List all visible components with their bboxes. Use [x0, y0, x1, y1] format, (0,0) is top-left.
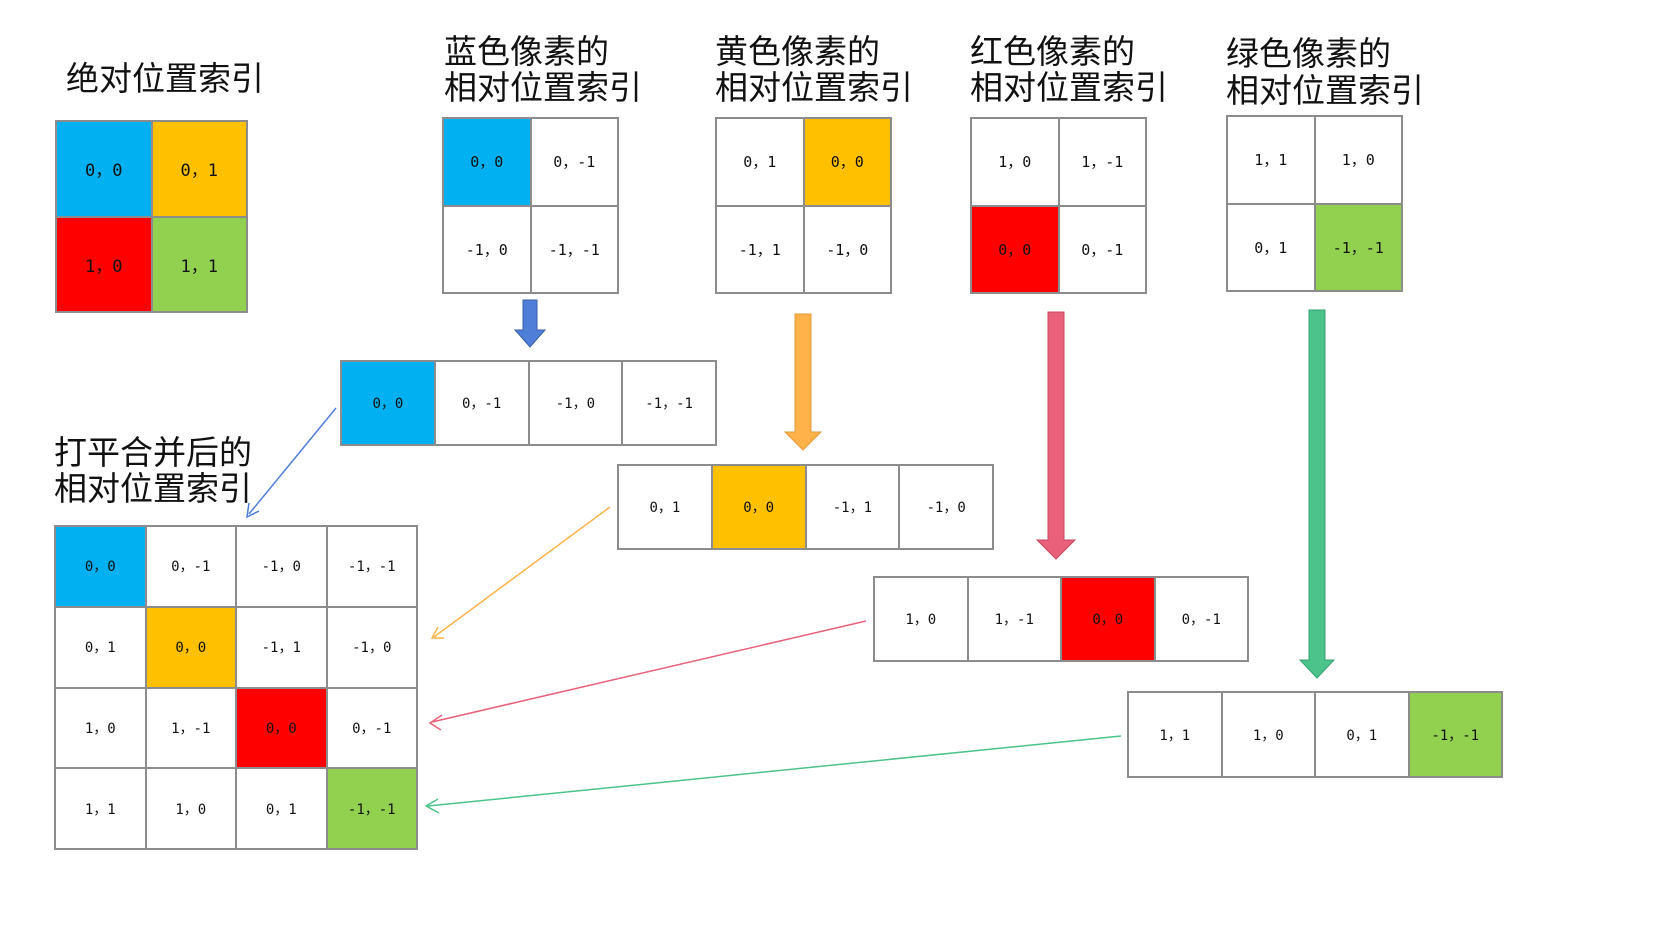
red-merge-arrow [428, 620, 867, 731]
index-cell: 1，1 [55, 768, 146, 849]
index-cell: 0，-1 [1058, 205, 1146, 293]
index-cell: 0，0 [145, 606, 236, 688]
index-cell: 1，-1 [1058, 118, 1146, 206]
index-cell: 1，1 [1128, 692, 1222, 777]
index-cell: 1，0 [1314, 116, 1402, 204]
blue-down-arrow [513, 299, 547, 348]
index-cell: 0，1 [1315, 692, 1409, 777]
index-cell: 1，0 [1221, 692, 1315, 777]
red-relative-title-line2: 相对位置索引 [970, 68, 1168, 107]
index-cell: 0，0 [971, 205, 1059, 293]
red-relative-title-line1: 红色像素的 [970, 32, 1135, 71]
blue-relative-title-line1: 蓝色像素的 [444, 32, 609, 71]
index-cell: -1，1 [805, 465, 900, 549]
index-cell: 0，0 [341, 361, 435, 445]
index-cell: -1，-1 [1314, 203, 1402, 291]
red-down-arrow [1035, 311, 1077, 560]
index-cell: 0，-1 [434, 361, 529, 445]
blue-relative-title-line2: 相对位置索引 [444, 68, 642, 107]
index-cell: 0，0 [236, 687, 327, 769]
index-cell: 0，-1 [530, 118, 618, 206]
green-relative-title-line2: 相对位置索引 [1226, 71, 1424, 110]
yellow-down-arrow [783, 313, 823, 451]
index-cell: 0，0 [711, 465, 806, 549]
index-cell: 1，-1 [967, 577, 1061, 661]
index-cell: -1，0 [236, 526, 327, 607]
index-cell: 0，0 [56, 121, 152, 217]
index-cell: 1，1 [1227, 116, 1315, 204]
index-cell: 1，0 [55, 687, 146, 769]
green-relative-title-line1: 绿色像素的 [1226, 34, 1391, 73]
index-cell: 1，0 [971, 118, 1059, 206]
index-cell: 0，0 [443, 118, 531, 206]
index-cell: 0，0 [1061, 577, 1155, 661]
index-cell: 0，1 [716, 118, 804, 206]
index-cell: -1，0 [528, 361, 623, 445]
index-cell: -1，-1 [1408, 692, 1502, 777]
yellow-merge-arrow [430, 506, 611, 639]
index-cell: -1，-1 [530, 205, 618, 293]
index-cell: -1，0 [803, 205, 891, 293]
index-cell: 0，1 [236, 768, 327, 849]
yellow-relative-title-line1: 黄色像素的 [715, 32, 880, 71]
index-cell: -1，-1 [326, 526, 417, 607]
index-cell: 0，0 [55, 526, 146, 607]
index-cell: 1，0 [874, 577, 968, 661]
index-cell: -1，-1 [622, 361, 716, 445]
index-cell: 0，0 [803, 118, 891, 206]
absolute-index-title: 绝对位置索引 [66, 59, 264, 98]
index-cell: -1，-1 [326, 768, 417, 849]
merged-title-line2: 相对位置索引 [54, 469, 252, 508]
index-cell: 0，-1 [326, 687, 417, 769]
index-cell: 0，-1 [145, 526, 236, 607]
green-merge-arrow [424, 735, 1122, 814]
index-cell: 0，1 [1227, 203, 1315, 291]
index-cell: 0，1 [151, 121, 247, 217]
index-cell: -1，0 [899, 465, 993, 549]
yellow-relative-title-line2: 相对位置索引 [715, 68, 913, 107]
index-cell: 0，1 [55, 606, 146, 688]
index-cell: -1，0 [443, 205, 531, 293]
blue-merge-arrow [246, 407, 337, 519]
index-cell: 1，0 [56, 216, 152, 312]
index-cell: 1，-1 [145, 687, 236, 769]
index-cell: -1，1 [716, 205, 804, 293]
green-down-arrow [1298, 309, 1336, 679]
merged-title-line1: 打平合并后的 [54, 433, 252, 472]
index-cell: -1，1 [236, 606, 327, 688]
index-cell: 1，0 [145, 768, 236, 849]
index-cell: 0，-1 [1154, 577, 1248, 661]
index-cell: -1，0 [326, 606, 417, 688]
index-cell: 1，1 [151, 216, 247, 312]
index-cell: 0，1 [618, 465, 712, 549]
